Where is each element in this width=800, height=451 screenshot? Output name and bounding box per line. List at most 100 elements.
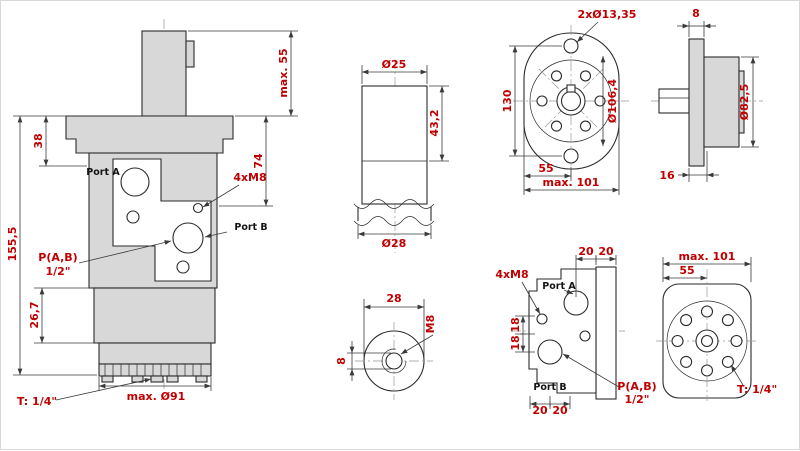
port-a-label: Port A	[542, 281, 576, 292]
bolt-hole	[680, 314, 693, 327]
flange-front-view: 2xØ13,35 130 Ø106,4 55 max. 101	[501, 8, 636, 195]
dim-text-dia-25: Ø25	[382, 58, 407, 71]
port-b-label: Port B	[533, 382, 566, 393]
port-b-bore	[172, 222, 204, 254]
body-side	[703, 56, 740, 148]
bolt-hole	[579, 70, 592, 82]
dim-text-plate-8: 8	[692, 7, 700, 20]
ports-label: P(A,B)	[617, 380, 656, 393]
m8-hole	[579, 330, 591, 342]
m8-leader	[400, 334, 434, 355]
dim-text-max-55: max. 55	[277, 48, 290, 97]
small-bore	[176, 260, 190, 274]
center-thread-hole	[385, 352, 403, 370]
dim-text-155-5: 155,5	[6, 227, 19, 262]
bolt-hole	[721, 355, 734, 368]
dim-plate-8	[677, 21, 716, 37]
bolt-hole	[721, 314, 734, 327]
output-shaft	[141, 30, 187, 117]
dim-text-max-dia-91: max. Ø91	[127, 390, 186, 403]
dim-8-key	[347, 341, 391, 381]
ports-label: P(A,B)	[38, 251, 77, 264]
dim-text-max-101: max. 101	[679, 250, 736, 263]
m8-thread-hole	[192, 202, 204, 214]
ports-size-label: 1/2"	[624, 393, 649, 406]
center-hole	[700, 334, 714, 348]
port-a-bore	[120, 167, 150, 197]
dim-text-max-101: max. 101	[543, 176, 600, 189]
thread-label: 4xM8	[233, 171, 266, 184]
dim-top-20-20	[575, 255, 617, 297]
ports-leader	[562, 353, 620, 388]
dim-text-20-d: 20	[552, 404, 568, 417]
dim-text-bolt-circle: Ø106,4	[606, 79, 619, 123]
dim-text-20-b: 20	[598, 245, 614, 258]
ports-leader	[78, 240, 172, 264]
dim-text-55: 55	[679, 264, 694, 277]
dim-text-18-b: 18	[509, 335, 522, 350]
dim-text-26-7: 26,7	[28, 301, 41, 328]
body-step	[738, 70, 745, 134]
thread-circle	[381, 348, 407, 374]
dim-text-55: 55	[538, 162, 553, 175]
shaft-hole	[560, 90, 582, 112]
shaft-end-view: 28 8 M8	[335, 292, 437, 400]
dim-text-8: 8	[335, 357, 348, 365]
dim-74	[219, 116, 273, 207]
holes-label: 2xØ13,35	[578, 8, 637, 21]
drain-label: T: 1/4"	[17, 395, 57, 408]
end-cover	[98, 342, 212, 365]
bolt-hole	[550, 120, 563, 132]
dim-text-38: 38	[32, 133, 45, 148]
end-tab	[166, 375, 179, 383]
bolt-hole	[671, 334, 684, 348]
drain-label: T: 1/4"	[737, 383, 777, 396]
port-a-label: Port A	[86, 167, 120, 178]
dim-text-74: 74	[252, 153, 265, 169]
dim-text-43-2: 43,2	[428, 109, 441, 136]
port-b-leader	[204, 231, 228, 238]
shaft-dia-25	[361, 85, 428, 205]
thread-leader	[202, 184, 240, 208]
dim-55	[523, 125, 572, 195]
flange-plate	[688, 38, 705, 167]
port-b-hole	[537, 339, 563, 365]
break-line	[353, 199, 435, 209]
shaft-side	[658, 88, 690, 114]
dim-dia-25	[361, 65, 428, 84]
mounting-flange	[65, 115, 234, 154]
bolt-row	[98, 363, 212, 377]
bolt-hole	[700, 305, 714, 318]
end-tab	[195, 375, 208, 383]
thread-label: 4xM8	[495, 268, 528, 281]
bolt-hole	[579, 120, 592, 132]
dim-155-5	[13, 116, 97, 376]
bolt-hole	[594, 95, 606, 107]
break-line	[353, 216, 435, 226]
drain-leader	[730, 364, 744, 386]
drain-port-hole	[700, 364, 714, 377]
mounting-hole-bottom	[563, 148, 579, 164]
dim-43-2	[429, 85, 449, 162]
m8-thread-label: M8	[424, 315, 437, 334]
shaft-section-view: Ø25 43,2 Ø28	[353, 58, 449, 253]
dim-130	[509, 45, 562, 157]
bolt-hole	[550, 70, 563, 82]
dim-text-dia-82-5: Ø82,5	[738, 84, 751, 121]
thread-leader	[521, 281, 541, 315]
end-tab	[101, 375, 114, 383]
holes-leader	[576, 21, 599, 43]
dim-dia-28	[357, 225, 432, 239]
dim-text-18-a: 18	[509, 317, 522, 332]
bolt-hole	[730, 334, 743, 348]
m8-hole	[536, 313, 548, 325]
dim-dia-82-5	[741, 56, 759, 148]
dim-26-7	[34, 287, 97, 344]
motor-body-lower	[93, 287, 216, 344]
ports-size-label: 1/2"	[45, 265, 70, 278]
dim-16	[678, 151, 719, 182]
drain-plug	[150, 375, 164, 383]
dim-text-20-a: 20	[578, 245, 594, 258]
